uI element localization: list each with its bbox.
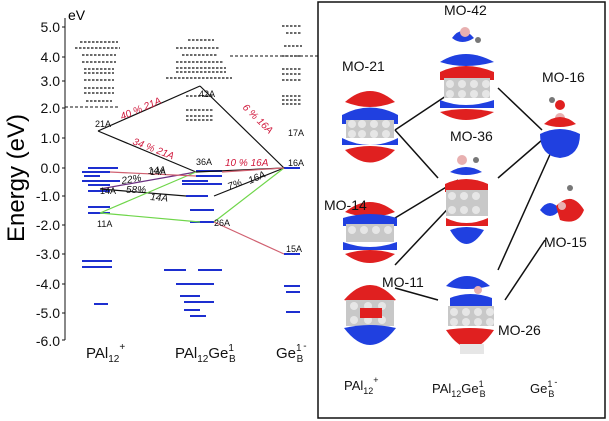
panel-connectors	[394, 87, 553, 301]
contribution-label: 22%	[120, 173, 143, 187]
orbital-mo36	[445, 155, 488, 244]
orbital-mo21	[342, 91, 398, 163]
contribution-label: 14A	[148, 165, 167, 177]
tick-label: -6.0	[36, 333, 60, 349]
level-label: 36A	[196, 157, 212, 167]
dashed-connectors	[65, 55, 318, 108]
level-label: 15A	[286, 244, 302, 254]
orbital-label: MO-21	[342, 58, 385, 74]
orbital-mo14	[343, 202, 397, 263]
orbital-mo15	[540, 185, 584, 222]
level-label: 17A	[288, 128, 304, 138]
axis-title: Energy (eV)	[3, 114, 30, 242]
contribution-label: 40 % 21A	[119, 96, 164, 123]
panel-column-label-left: PAl12+	[344, 375, 379, 396]
contribution-label: 34 % 21A	[131, 137, 176, 163]
tick-label: 3.0	[41, 73, 61, 89]
tick-label: -4.0	[36, 276, 60, 292]
unoccupied-levels	[75, 25, 302, 121]
tick-label: 5.0	[41, 19, 61, 35]
level-label: 14A	[150, 167, 166, 177]
contribution-label: 14A	[150, 192, 169, 205]
contribution-label: 16A	[247, 169, 268, 186]
tick-label: -1.0	[36, 188, 60, 204]
orbital-mo42	[440, 27, 494, 120]
orbital-label: MO-11	[382, 274, 424, 290]
tick-label: -3.0	[36, 246, 60, 262]
orbital-label: MO-14	[324, 197, 367, 213]
tick-label: 1.0	[41, 130, 61, 146]
axis-unit: eV	[68, 7, 86, 23]
orbital-panel: MO-21 MO-42 MO-16 MO-36 MO-14 MO-15 MO-1…	[317, 1, 606, 419]
orbital-mo11	[344, 285, 396, 345]
level-label: 14A	[100, 186, 116, 196]
orbital-label: MO-36	[450, 128, 493, 144]
level-labels: 21A 14A 11A 42A 36A 14A 26A 17A 16A 15A	[95, 89, 304, 254]
correlation-lines	[97, 85, 285, 255]
level-label: 16A	[288, 158, 304, 168]
tick-label: -2.0	[36, 217, 60, 233]
tick-label: 0.0	[41, 160, 61, 176]
orbital-mo26	[446, 276, 494, 354]
orbital-label: MO-15	[544, 234, 587, 250]
contribution-label: 10 % 16A	[225, 158, 269, 169]
level-label: 42A	[199, 89, 215, 99]
tick-label: 4.0	[41, 49, 61, 65]
orbital-mo16	[540, 97, 580, 158]
tick-label: -5.0	[36, 305, 60, 321]
energy-axis: 5.0 4.0 3.0 2.0 1.0 0.0 -1.0 -2.0 -3.0 -…	[3, 7, 86, 349]
contribution-labels: 40 % 21A 34 % 21A 6 % 16A 10 % 16A 22% 5…	[119, 96, 275, 205]
level-label: 21A	[95, 119, 111, 129]
orbital-label: MO-16	[542, 69, 585, 85]
column-label-left: PAl12+	[86, 342, 125, 365]
contribution-label: 6 % 16A	[240, 102, 275, 136]
contribution-label: 58%	[126, 185, 146, 196]
occupied-levels	[82, 167, 300, 317]
level-label: 11A	[97, 219, 112, 229]
orbital-label: MO-26	[498, 322, 541, 338]
tick-label: 2.0	[41, 100, 61, 116]
orbital-label: MO-42	[444, 2, 487, 18]
contribution-label: 7%	[226, 178, 243, 193]
level-label: 26A	[214, 218, 230, 228]
